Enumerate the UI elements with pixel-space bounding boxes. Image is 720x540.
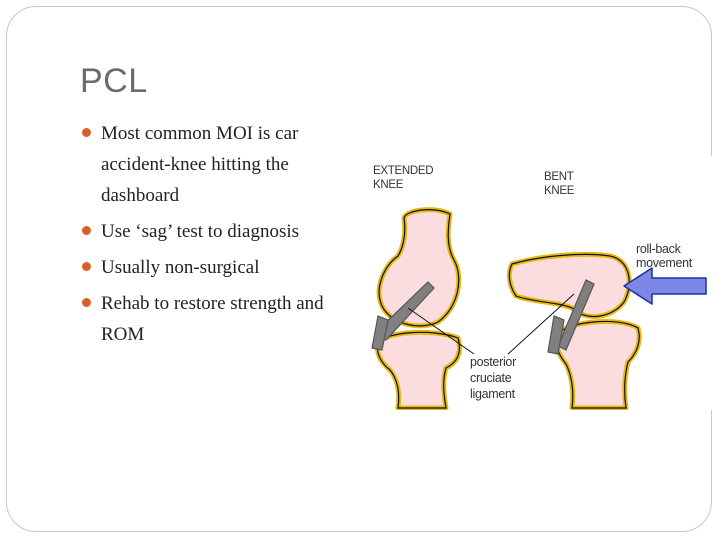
extended-knee-illustration [371,207,462,410]
femur-outline-bent [508,253,630,318]
bullet-text: Usually non-surgical [101,257,260,278]
ligament-label-line: ligament [470,387,515,401]
tibia-outline-bent [555,320,640,409]
pcl-ligament-bent-lower [547,315,565,355]
femur-outline [378,209,460,327]
bullet-item: Usually non-surgical [80,252,362,283]
extended-label-line: EXTENDED [373,165,434,177]
bullet-text: Most common MOI is car accident-knee hit… [101,123,299,206]
pcl-ligament-extended-lower [371,315,389,351]
bullet-list: Most common MOI is car accident-knee hit… [80,118,362,355]
bullet-item: Rehab to restore strength and ROM [80,288,362,350]
roll-back-label: roll-back movement [636,242,692,270]
roll-back-arrow-icon [623,267,707,305]
extended-knee-label: EXTENDED KNEE [373,164,434,192]
bullet-dot-icon [82,262,91,271]
rollback-label-line: roll-back [636,242,681,256]
ligament-label-line: cruciate [470,371,512,385]
pcl-ligament-bent [557,279,595,351]
leader-line-right [507,293,575,355]
extended-label-line: KNEE [373,179,404,191]
bullet-text: Rehab to restore strength and ROM [101,293,324,345]
bullet-dot-icon [82,298,91,307]
bent-knee-label: BENT KNEE [544,170,574,198]
knee-illustration [371,207,707,410]
bent-label-line: BENT [544,171,574,183]
bullet-dot-icon [82,128,91,137]
leader-line-left [407,307,475,355]
femur-bone [376,207,462,329]
rollback-label-line: movement [636,256,692,270]
slide-title: PCL [80,62,148,100]
posterior-cruciate-ligament-label: posterior cruciate ligament [470,354,516,402]
ligament-label-line: posterior [470,355,516,369]
knee-diagram: EXTENDED KNEE BENT KNEE roll-back moveme… [362,156,716,410]
bent-knee-illustration [506,251,707,410]
bent-label-line: KNEE [544,185,575,197]
bullet-item: Use ‘sag’ test to diagnosis [80,216,362,247]
bullet-text: Use ‘sag’ test to diagnosis [101,221,300,242]
bullet-dot-icon [82,226,91,235]
bullet-item: Most common MOI is car accident-knee hit… [80,118,362,211]
tibia-outline [376,331,461,409]
